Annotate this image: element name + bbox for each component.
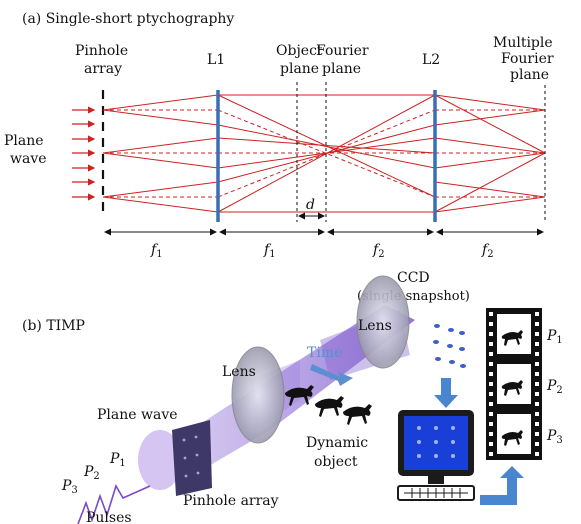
time-arrow	[310, 364, 353, 386]
focal-label-1: f1	[150, 242, 163, 260]
panel-b-title: (b) TIMP	[22, 318, 85, 334]
panel-a-title: (a) Single-short ptychography	[22, 11, 234, 27]
output-arrow	[480, 466, 524, 505]
panel-a: (a) Single-short ptychography Pinhole ar…	[4, 11, 554, 260]
multiple-fourier-label-2: Fourier	[501, 51, 554, 67]
dynamic-object-horses	[285, 385, 372, 425]
film-strip	[486, 308, 542, 460]
object-plane-label-2: plane	[280, 61, 319, 77]
ccd-spot-array	[433, 324, 466, 368]
pinhole-dots	[182, 435, 200, 478]
ccd-label: CCD	[397, 270, 430, 286]
pulse-label-p2: P2	[83, 464, 100, 482]
time-label: Time	[307, 345, 342, 361]
plane-wave-label-2: wave	[10, 151, 47, 167]
lens-2-label: Lens	[358, 318, 392, 334]
pulses-label: Pulses	[86, 510, 132, 524]
pinhole-array-label: Pinhole	[75, 43, 128, 59]
plane-wave-b-label: Plane wave	[97, 407, 178, 423]
lens-1-label: Lens	[222, 364, 256, 380]
fourier-plane-label-2: plane	[322, 61, 361, 77]
frame-label-p1: P1	[546, 328, 563, 346]
object-plane-label: Object	[276, 43, 323, 59]
frame-label-p2: P2	[546, 378, 563, 396]
computer-monitor	[397, 410, 475, 501]
frame-1-horse	[501, 330, 523, 346]
dynamic-object-label: Dynamic	[306, 435, 368, 451]
lens-l2-label: L2	[422, 52, 440, 68]
dynamic-object-label-2: object	[314, 454, 358, 470]
beam-source	[138, 430, 182, 490]
capture-down-arrow	[434, 378, 458, 408]
focal-label-2: f1	[263, 242, 276, 260]
multiple-fourier-label: Multiple	[493, 35, 553, 51]
d-label: d	[306, 197, 315, 213]
plane-wave-label: Plane	[4, 133, 44, 149]
d-dimension: d	[298, 197, 325, 220]
pulse-label-p1: P1	[109, 451, 126, 469]
pinhole-array-b-label: Pinhole array	[183, 493, 279, 509]
frame-label-p3: P3	[546, 428, 563, 446]
horse-1	[285, 385, 314, 406]
incoming-plane-wave-arrows	[72, 106, 96, 201]
lens-1	[231, 346, 285, 444]
pulses-waveform	[77, 484, 151, 524]
multiple-fourier-label-3: plane	[510, 67, 549, 83]
panel-b: (b) TIMP CCD (single snapshot) Lens Lens…	[22, 270, 563, 524]
pulse-label-p3: P3	[61, 478, 78, 496]
pinhole-array-mask	[172, 420, 212, 496]
fourier-plane-label: Fourier	[316, 43, 369, 59]
frame-2-horse	[501, 380, 523, 396]
lens-l1-label: L1	[207, 52, 225, 68]
horse-2	[315, 396, 344, 417]
lens-2	[356, 275, 410, 369]
horse-3	[343, 404, 372, 425]
frame-3-horse	[501, 430, 523, 446]
focal-label-3: f2	[372, 242, 385, 260]
focal-label-4: f2	[481, 242, 494, 260]
pinhole-array-label-2: array	[84, 61, 122, 77]
optical-rays	[102, 94, 546, 213]
